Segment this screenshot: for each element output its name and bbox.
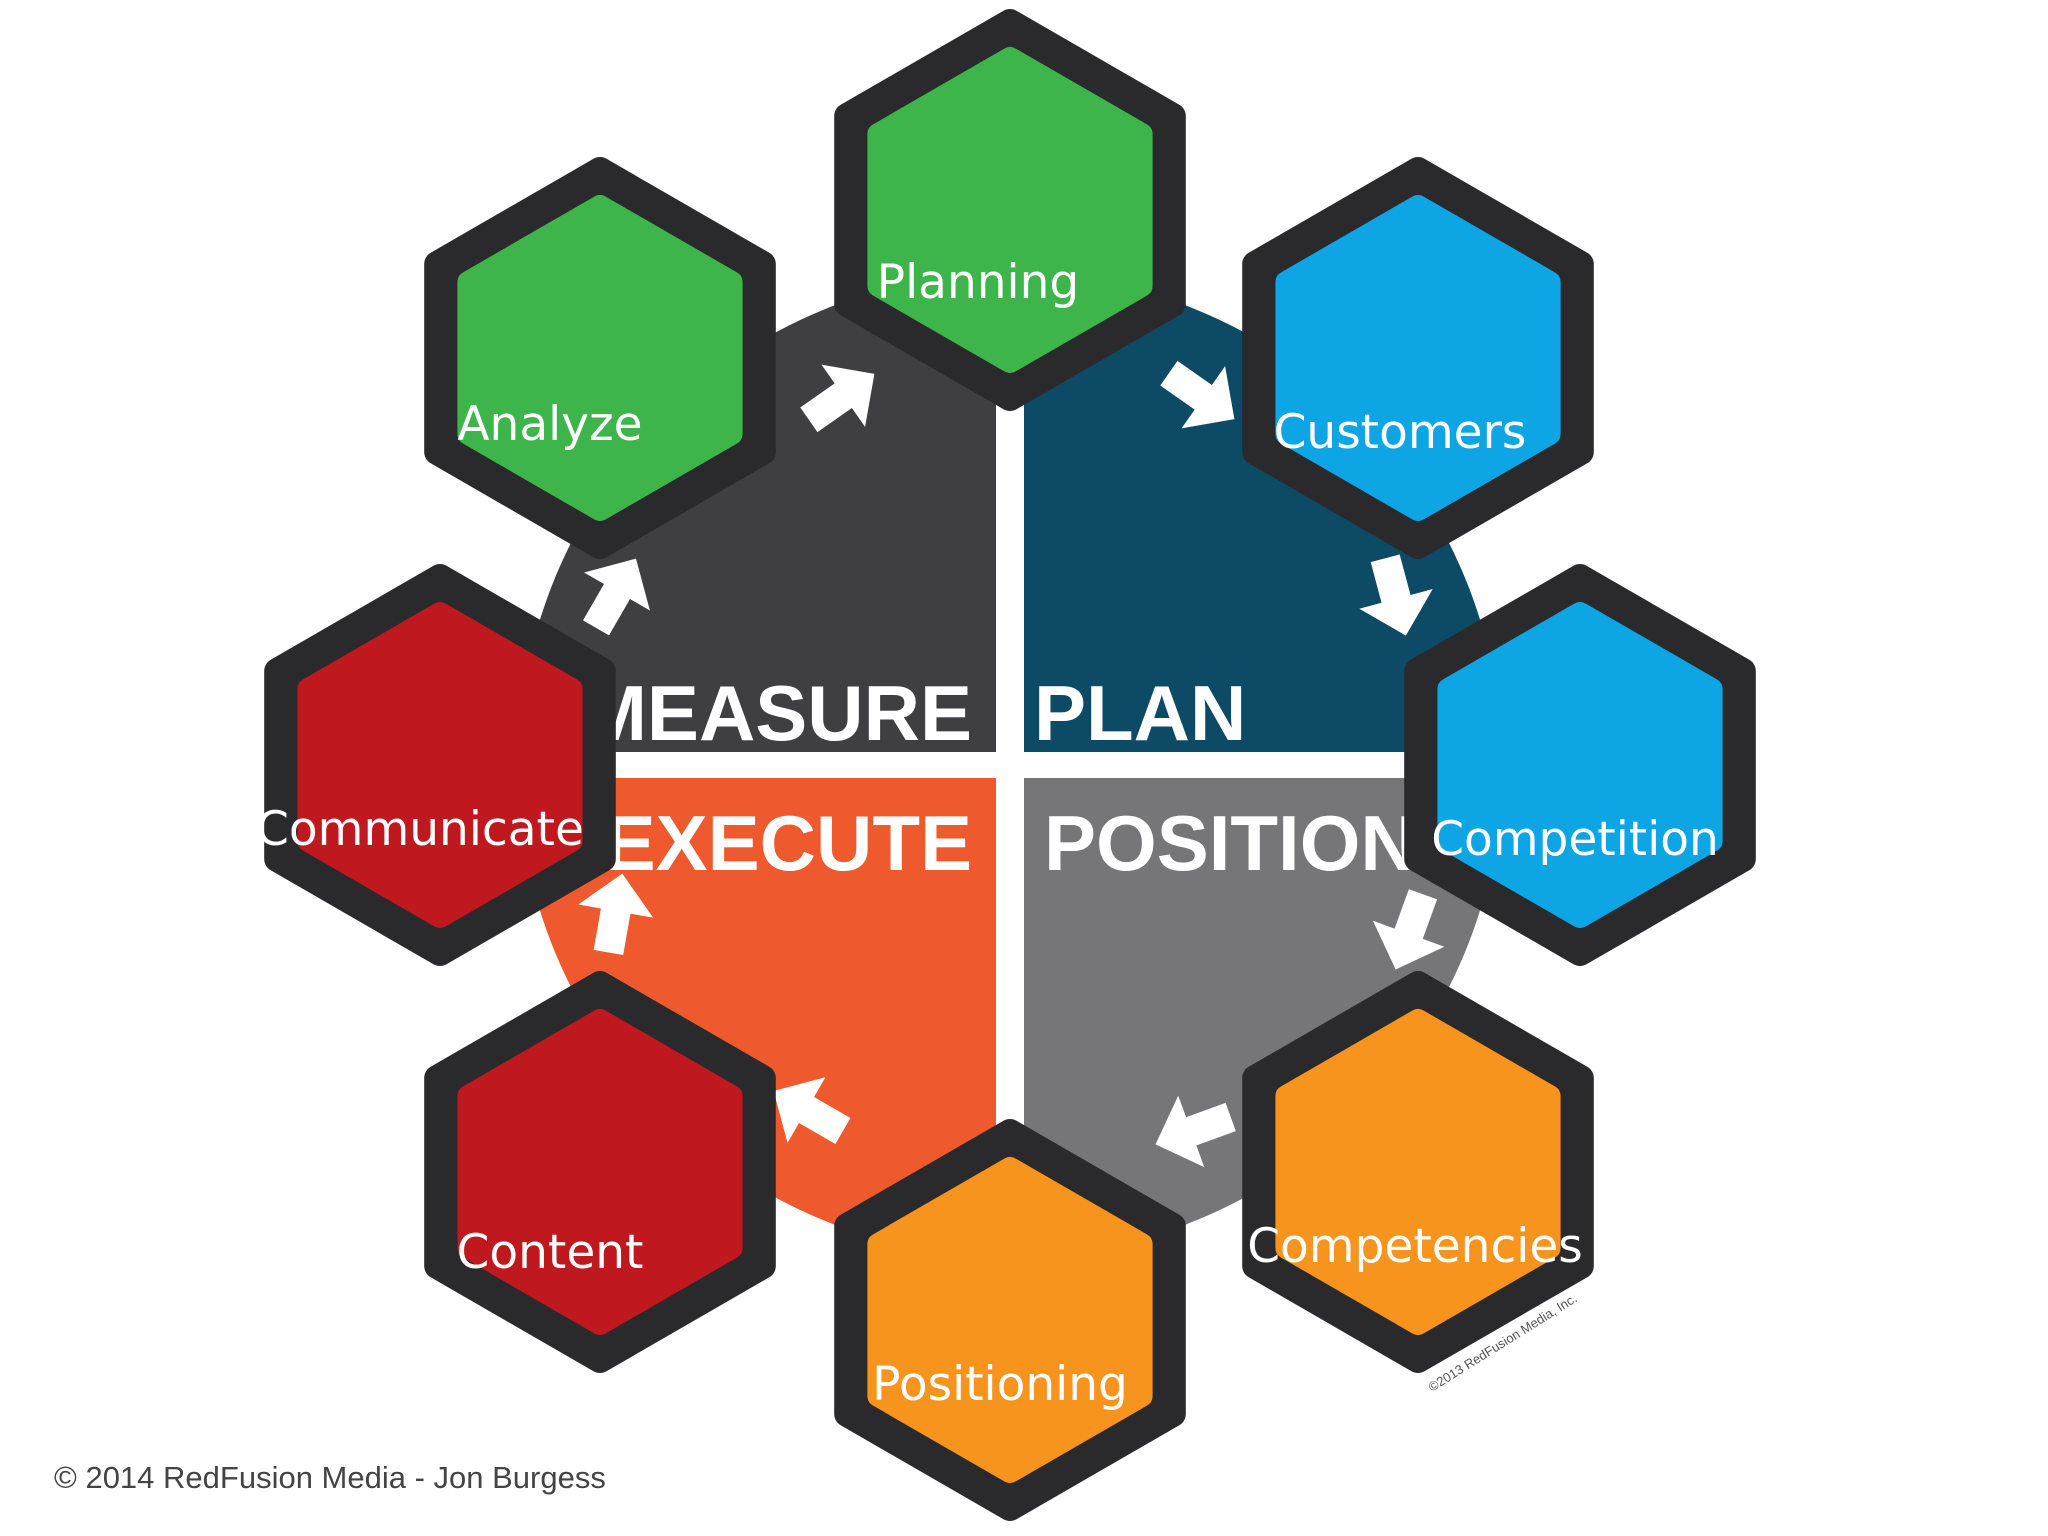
- quadrant-label-measure: MEASURE: [582, 669, 972, 757]
- divider-horizontal: [518, 752, 1502, 778]
- hexagon-fill: [1275, 1009, 1561, 1335]
- hexagon-label-planning: Planning: [877, 255, 1079, 310]
- hexagon-analyze: Analyze: [424, 157, 776, 559]
- cycle-arrow: [1160, 360, 1235, 429]
- hexagon-customers: Customers: [1242, 157, 1594, 559]
- hexagon-positioning: Positioning: [834, 1119, 1186, 1521]
- cycle-arrow: [1372, 889, 1445, 970]
- hexagon-label-competition: Competition: [1431, 812, 1719, 867]
- hexagon-content: Content: [424, 971, 776, 1373]
- cycle-arrow: [583, 558, 650, 636]
- cycle-arrow: [1155, 1095, 1236, 1168]
- hexagon-fill: [1275, 195, 1561, 521]
- hexagon-fill: [867, 1157, 1153, 1483]
- footer-copyright: © 2014 RedFusion Media - Jon Burgess: [54, 1460, 606, 1495]
- hexagon-communicate: Communicate: [256, 564, 616, 966]
- cycle-arrow: [1359, 554, 1433, 636]
- hexagon-label-analyze: Analyze: [457, 397, 642, 452]
- hexagon-fill: [297, 602, 583, 928]
- hexagon-fill: [1437, 602, 1723, 928]
- quadrant-label-position: POSITION: [1044, 799, 1417, 887]
- hexagon-fill: [867, 47, 1153, 373]
- hexagon-label-customers: Customers: [1274, 405, 1527, 460]
- cycle-arrow: [578, 873, 654, 956]
- cycle-arrows: [578, 360, 1445, 1168]
- hexagon-planning: Planning: [834, 9, 1186, 411]
- quadrant-label-plan: PLAN: [1034, 669, 1246, 757]
- hexagon-fill: [457, 195, 743, 521]
- cycle-arrow: [800, 364, 875, 433]
- hexagon-label-content: Content: [457, 1225, 644, 1280]
- hexagon-label-communicate: Communicate: [256, 802, 584, 857]
- hexagon-label-competencies: Competencies: [1247, 1219, 1583, 1274]
- hexagon-competition: Competition: [1404, 564, 1756, 966]
- hexagon-fill: [457, 1009, 743, 1335]
- cycle-arrow: [773, 1077, 851, 1144]
- hexagon-competencies: Competencies: [1242, 971, 1594, 1373]
- hexagon-label-positioning: Positioning: [872, 1357, 1128, 1412]
- hexagon-group: PlanningCustomersCompetitionCompetencies…: [256, 9, 1756, 1521]
- quadrant-label-execute: EXECUTE: [604, 799, 972, 887]
